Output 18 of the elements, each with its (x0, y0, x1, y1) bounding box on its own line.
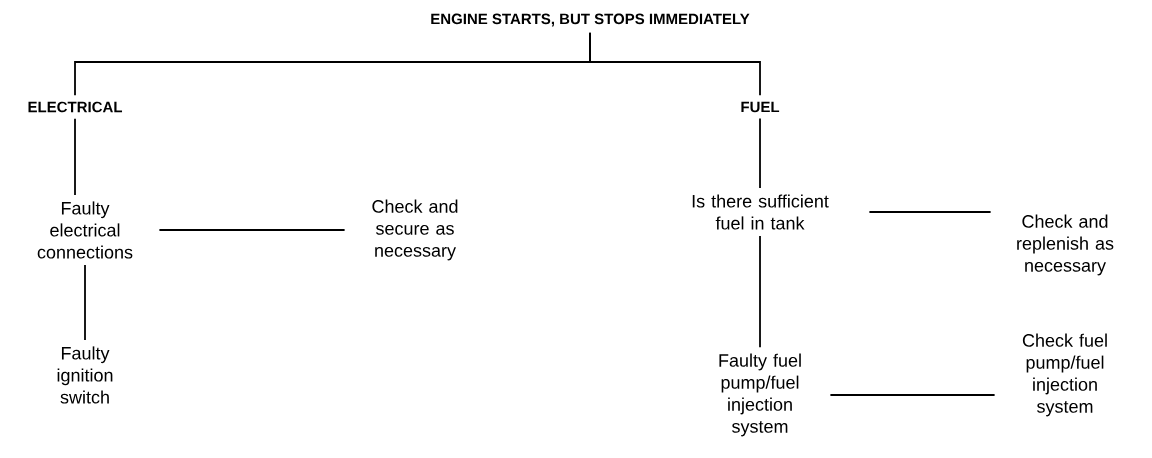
remedy-text: Check and secure as necessary (372, 199, 458, 261)
connector-line (759, 235, 761, 349)
connector-line (84, 264, 86, 341)
cause-text: Faulty ignition switch (57, 346, 113, 404)
branch-line (589, 31, 761, 97)
question-text: Is there sufficient fuel in tank (692, 194, 829, 230)
remedy-text: Check and replenish as necessary (1017, 214, 1114, 276)
cause-text: Faulty fuel pump/fuel injection system (719, 353, 801, 437)
connector-line (74, 117, 76, 196)
category-heading: FUEL (741, 101, 780, 113)
remedy-text: Check fuel pump/fuel injection system (1022, 333, 1107, 417)
category-heading: ELECTRICAL (28, 101, 123, 113)
connector-line (829, 394, 996, 396)
connector-line (759, 117, 761, 189)
cause-text: Faulty electrical connections (37, 201, 133, 259)
connector-line (868, 211, 992, 213)
connector-line (158, 229, 346, 231)
heading-text: ENGINE STARTS, BUT STOPS IMMEDIATELY (431, 13, 750, 27)
